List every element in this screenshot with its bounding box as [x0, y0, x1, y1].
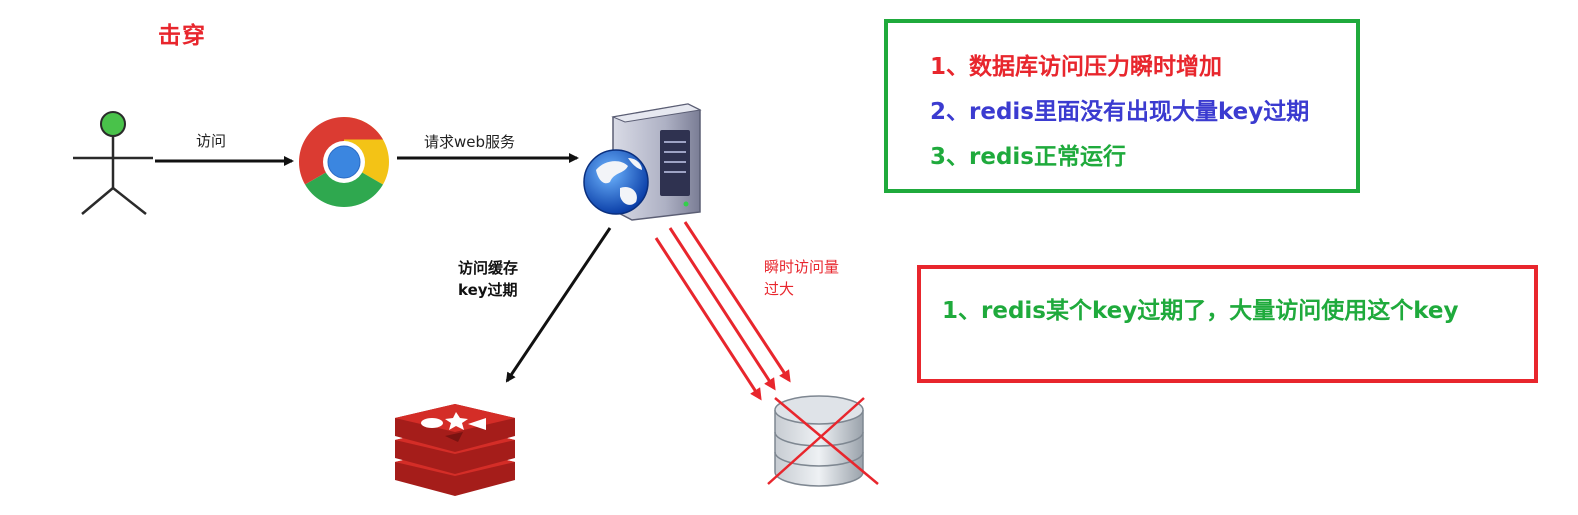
user-icon [73, 111, 153, 215]
arrow-burst-group [654, 221, 791, 401]
web-server-icon [583, 103, 702, 221]
arrow-burst-2 [668, 227, 776, 391]
note-symptom-1: 1、数据库访问压力瞬时增加 [930, 54, 1223, 80]
note-box-cause [917, 265, 1538, 383]
note-symptom-2: 2、redis里面没有出现大量key过期 [930, 99, 1310, 125]
note-cause-1: 1、redis某个key过期了，大量访问使用这个key [942, 298, 1459, 324]
note-symptom-3: 3、redis正常运行 [930, 144, 1126, 170]
unavailable-cross-icon [767, 397, 879, 485]
edge-label-burst-line2: 过大 [764, 280, 795, 298]
edge-label-burst: 瞬时访问量 过大 [764, 256, 839, 300]
edge-label-visit: 访问 [196, 132, 227, 150]
edge-label-burst-line1: 瞬时访问量 [764, 258, 840, 276]
edge-label-cache: 访问缓存 key过期 [458, 257, 518, 301]
arrow-burst-1 [654, 237, 762, 401]
edge-label-cache-line1: 访问缓存 [458, 259, 519, 277]
redis-icon [395, 404, 515, 496]
edge-label-request-web: 请求web服务 [424, 133, 516, 151]
diagram-title: 击穿 [158, 23, 206, 49]
arrow-burst-3 [683, 221, 791, 383]
arrow-cache [505, 227, 612, 383]
chrome-icon [299, 117, 389, 207]
note-box-symptoms [884, 19, 1360, 193]
edge-label-cache-line2: key过期 [458, 281, 518, 299]
